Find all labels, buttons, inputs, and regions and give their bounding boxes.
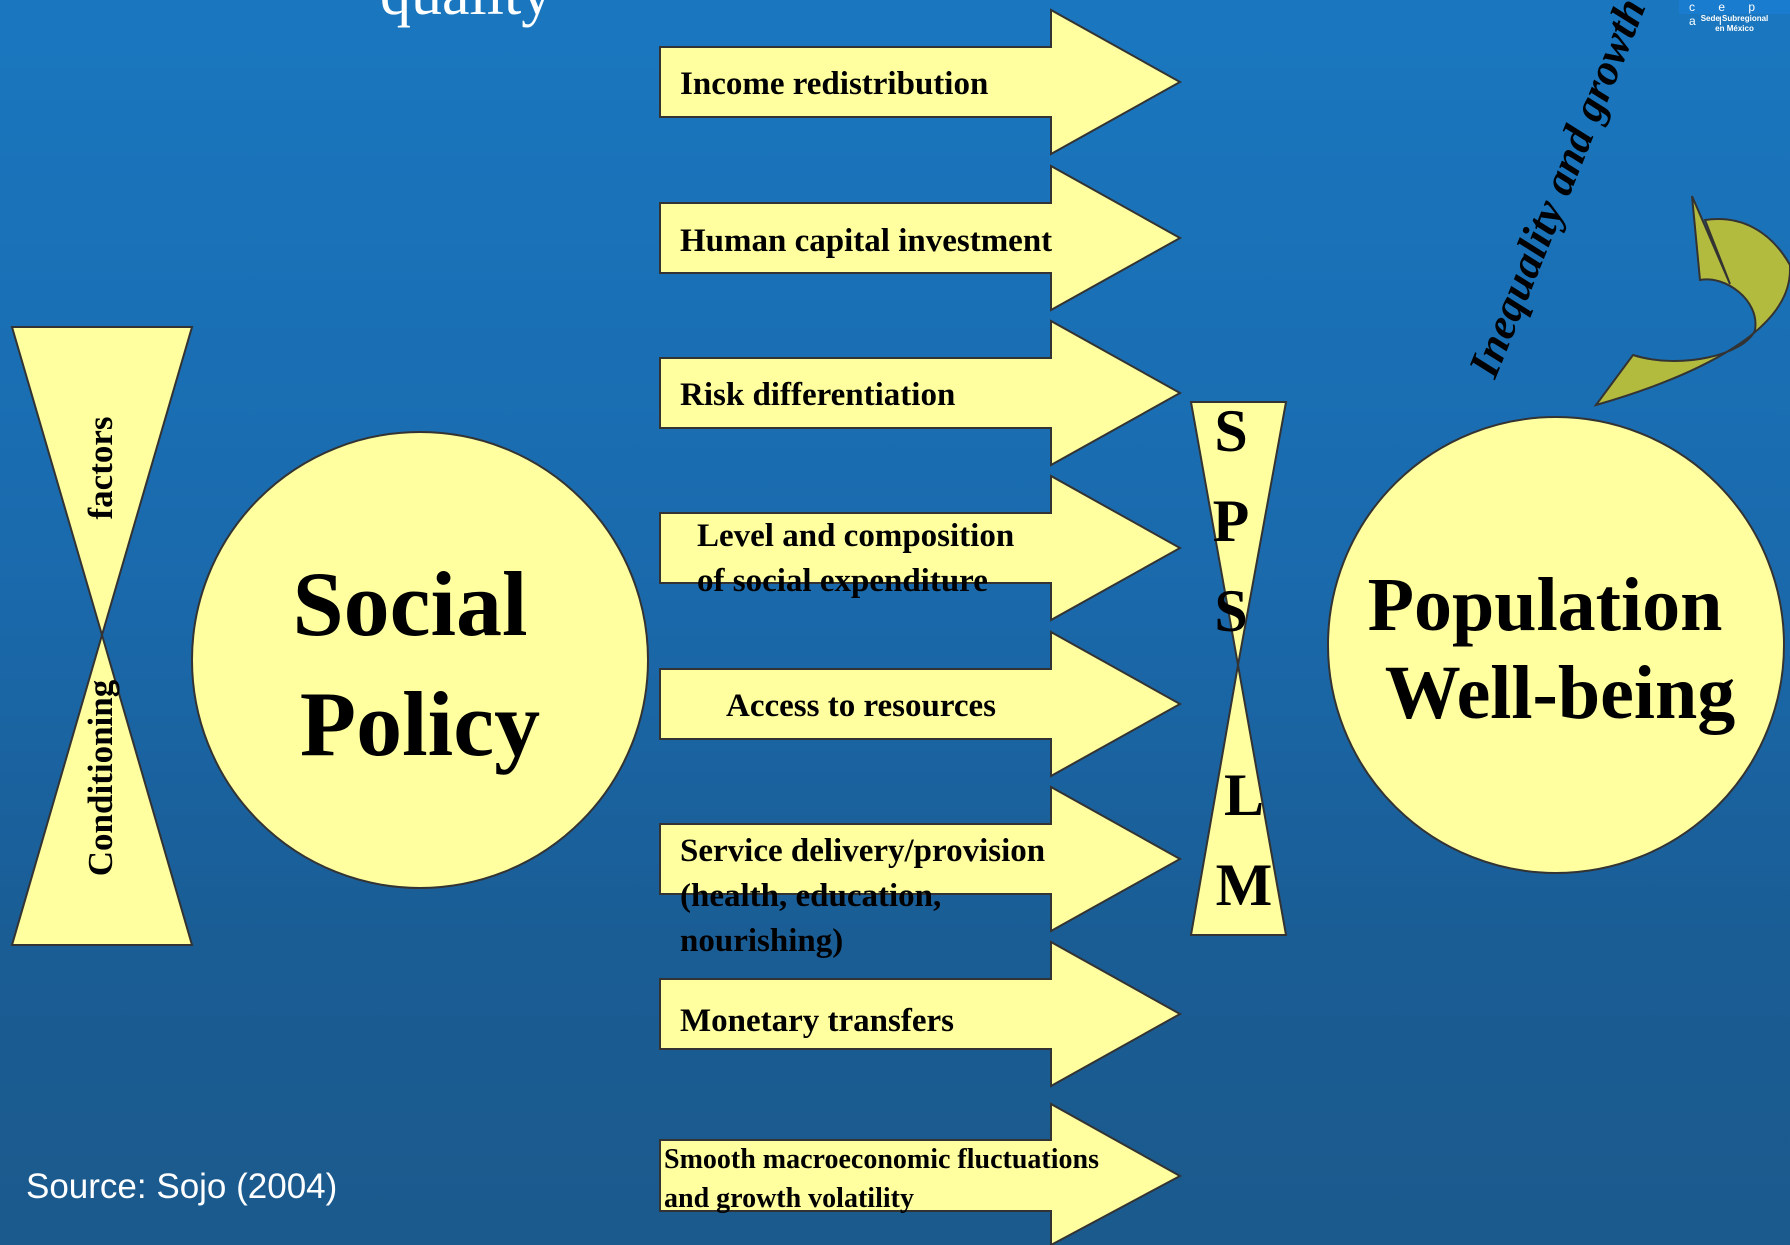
arrow-label: Risk differentiation	[680, 377, 955, 413]
arrow-label-line1: Service delivery/provision	[680, 833, 1045, 869]
hourglass-bottom-label: Conditioning	[81, 679, 120, 876]
slide-title-fragment: quality	[380, 0, 552, 28]
population-wellbeing-circle	[1327, 416, 1785, 874]
spslm-letter-s1: S	[1214, 398, 1247, 464]
arrow-monetary-transfers: Monetary transfers	[659, 940, 1183, 1088]
arrow-label-line1: Level and composition	[697, 518, 1014, 554]
arrow-risk-differentiation: Risk differentiation	[659, 319, 1183, 467]
social-policy-circle	[191, 431, 649, 889]
feedback-label: Inequality and growth	[1458, 0, 1655, 385]
spslm-hourglass: S P S L M	[1189, 398, 1288, 936]
arrow-label: Income redistribution	[680, 66, 988, 102]
feedback-curved-arrow	[1593, 195, 1790, 407]
logo-line1: Sede Subregional	[1700, 14, 1769, 23]
social-policy-node: Social Policy	[191, 431, 649, 889]
hourglass-shape	[10, 326, 194, 946]
arrow-label-line2: and growth volatility	[664, 1183, 914, 1214]
cepal-logo: c e p a l Sede Subregional en México	[1679, 0, 1790, 37]
spslm-letter-p: P	[1213, 488, 1250, 554]
arrow-shape	[659, 785, 1183, 933]
logo-line2: en México	[1715, 24, 1754, 33]
arrow-shape	[659, 8, 1183, 156]
population-wellbeing-node: Population Well-being	[1327, 416, 1785, 874]
spslm-letter-s2: S	[1214, 578, 1247, 644]
arrow-label-line2: (health, education,	[680, 878, 941, 914]
arrow-income-redistribution: Income redistribution	[659, 8, 1183, 156]
spslm-letter-m: M	[1216, 852, 1273, 918]
hourglass-top-label: factors	[81, 416, 120, 519]
arrow-label: Monetary transfers	[680, 1003, 954, 1039]
arrow-shape	[659, 940, 1183, 1088]
arrow-human-capital-investment: Human capital investment	[659, 164, 1183, 312]
arrow-label-line2: of social expenditure	[697, 563, 988, 599]
arrow-label-line3: nourishing)	[680, 923, 843, 959]
arrow-shape	[659, 630, 1183, 778]
social-policy-line2: Policy	[300, 673, 540, 775]
arrow-shape	[659, 319, 1183, 467]
conditioning-factors-hourglass: factors Conditioning	[10, 326, 194, 946]
arrow-service-delivery-provision: Service delivery/provision (health, educ…	[659, 785, 1183, 959]
arrow-label-line1: Smooth macroeconomic fluctuations	[664, 1144, 1099, 1175]
logo-letters: c e p a l	[1679, 0, 1790, 28]
mechanism-arrows: Income redistribution Human capital inve…	[659, 8, 1183, 1245]
arrow-shape	[659, 1102, 1183, 1245]
spslm-shape	[1189, 401, 1288, 936]
arrow-smooth-macroeconomic-fluctuations: Smooth macroeconomic fluctuations and gr…	[659, 1102, 1183, 1245]
arrow-shape	[659, 164, 1183, 312]
arrow-label: Human capital investment	[680, 223, 1052, 259]
arrow-shape	[659, 474, 1183, 622]
population-wellbeing-line1: Population	[1368, 563, 1723, 647]
arrow-access-to-resources: Access to resources	[659, 630, 1183, 778]
arrow-label: Access to resources	[726, 688, 996, 724]
arrow-level-composition-social-expenditure: Level and composition of social expendit…	[659, 474, 1183, 622]
social-policy-line1: Social	[292, 553, 527, 655]
source-citation: Source: Sojo (2004)	[26, 1167, 338, 1206]
population-wellbeing-line2: Well-being	[1385, 651, 1735, 735]
spslm-letter-l: L	[1224, 762, 1264, 828]
